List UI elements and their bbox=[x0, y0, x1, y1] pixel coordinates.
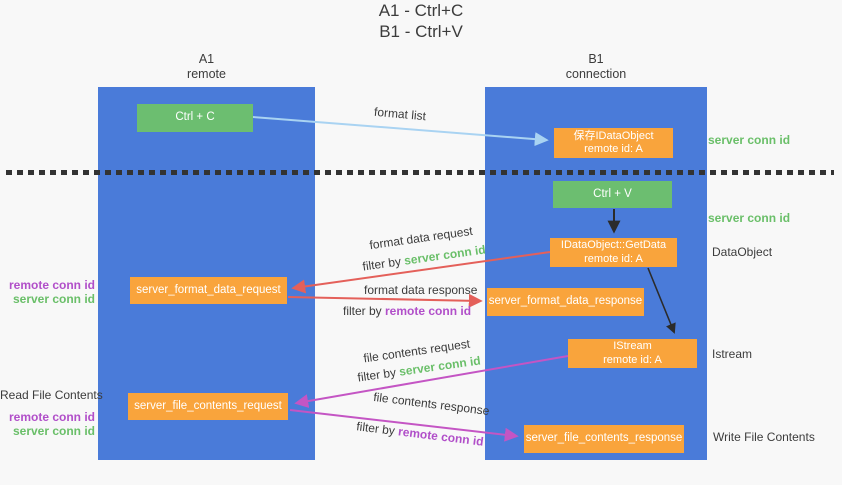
node-save-idataobject: 保存IDataObject remote id: A bbox=[554, 128, 673, 158]
right-server-conn-id-top: server conn id bbox=[708, 133, 791, 147]
node-ctrl-v: Ctrl + V bbox=[553, 181, 672, 208]
title-line-1: A1 - Ctrl+C bbox=[378, 1, 464, 20]
machine-boundary-dotted-line bbox=[6, 170, 834, 175]
ctrl-c-label: Ctrl + C bbox=[175, 111, 215, 124]
file-request-label: server_file_contents_request bbox=[134, 399, 282, 412]
node-server-file-contents-request: server_file_contents_request bbox=[128, 393, 288, 420]
node-idataobject-getdata: IDataObject::GetData remote id: A bbox=[550, 238, 677, 267]
format-request-label: server_format_data_request bbox=[136, 283, 281, 296]
node-server-file-contents-response: server_file_contents_response bbox=[524, 425, 684, 453]
right-istream-label: Istream bbox=[712, 347, 753, 361]
file-response-label: server_file_contents_response bbox=[525, 432, 683, 445]
getdata-line2: remote id: A bbox=[584, 252, 643, 265]
diagram-title: A1 - Ctrl+C B1 - Ctrl+V bbox=[0, 0, 842, 42]
save-idataobject-line1: 保存IDataObject bbox=[573, 129, 654, 142]
left-server-conn-id-top: server conn id bbox=[12, 292, 95, 306]
label-format-data-response: format data response bbox=[364, 283, 478, 297]
label-file-contents-response: file contents response bbox=[372, 389, 491, 419]
title-line-2: B1 - Ctrl+V bbox=[379, 22, 463, 41]
right-server-conn-id-mid: server conn id bbox=[708, 211, 791, 225]
column-a1-role: remote bbox=[187, 67, 226, 81]
column-header-b1: B1 connection bbox=[485, 52, 707, 82]
left-remote-conn-id-top: remote conn id bbox=[8, 278, 95, 292]
left-read-file-contents-label: Read File Contents bbox=[0, 388, 103, 402]
label-format-list: format list bbox=[373, 104, 427, 124]
left-server-conn-id-bottom: server conn id bbox=[12, 424, 95, 438]
label-filter-remote-1: filter by remote conn id bbox=[343, 304, 471, 318]
istream-line2: remote id: A bbox=[603, 353, 662, 366]
label-filter-remote-2: filter by remote conn id bbox=[356, 419, 485, 448]
column-header-a1: A1 remote bbox=[98, 52, 315, 82]
getdata-line1: IDataObject::GetData bbox=[560, 239, 667, 251]
remote-conn-id-value: remote conn id bbox=[385, 304, 472, 318]
node-server-format-data-response: server_format_data_response bbox=[487, 288, 644, 316]
server-conn-id-value: server conn id bbox=[403, 242, 487, 268]
ctrl-v-label: Ctrl + V bbox=[593, 187, 632, 200]
save-idataobject-line2: remote id: A bbox=[584, 143, 643, 155]
column-b1-role: connection bbox=[565, 67, 627, 81]
node-ctrl-c: Ctrl + C bbox=[137, 104, 253, 132]
node-istream: IStream remote id: A bbox=[568, 339, 697, 368]
right-dataobject-label: DataObject bbox=[712, 245, 773, 259]
arrow-format-data-response bbox=[287, 293, 483, 308]
remote-conn-id-value: remote conn id bbox=[397, 424, 485, 449]
filter-prefix: filter by bbox=[343, 304, 386, 318]
filter-prefix: filter by bbox=[355, 419, 400, 439]
format-response-label: server_format_data_response bbox=[488, 295, 643, 308]
filter-prefix: filter by bbox=[361, 253, 406, 274]
left-remote-conn-id-bottom: remote conn id bbox=[8, 410, 95, 424]
filter-prefix: filter by bbox=[356, 364, 401, 385]
column-a1-id: A1 bbox=[198, 52, 215, 66]
node-server-format-data-request: server_format_data_request bbox=[130, 277, 287, 304]
column-b1-id: B1 bbox=[588, 52, 604, 66]
istream-line1: IStream bbox=[613, 340, 652, 352]
right-write-file-contents-label: Write File Contents bbox=[713, 430, 815, 444]
